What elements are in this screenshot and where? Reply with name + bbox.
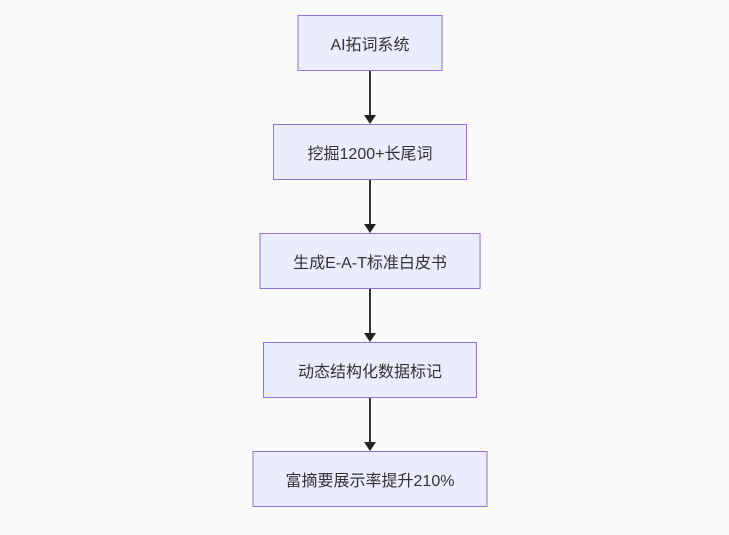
flow-node-longtail-mining: 挖掘1200+长尾词 xyxy=(273,124,467,180)
flow-node-structured-data-markup: 动态结构化数据标记 xyxy=(263,342,477,398)
flow-node-label: 动态结构化数据标记 xyxy=(297,364,442,381)
flow-node-label: 挖掘1200+长尾词 xyxy=(307,146,433,163)
flow-node-label: AI拓词系统 xyxy=(330,37,410,54)
arrow-shaft xyxy=(369,289,371,333)
arrow-shaft xyxy=(369,180,371,224)
arrow-down-icon xyxy=(364,442,376,451)
flow-arrow-4 xyxy=(363,398,377,451)
flow-arrow-1 xyxy=(363,71,377,124)
flow-node-ai-word-expansion: AI拓词系统 xyxy=(297,15,443,71)
arrow-down-icon xyxy=(364,115,376,124)
flow-node-rich-snippet-uplift: 富摘要展示率提升210% xyxy=(252,451,488,507)
flow-arrow-2 xyxy=(363,180,377,233)
arrow-shaft xyxy=(369,71,371,115)
flow-node-label: 生成E-A-T标准白皮书 xyxy=(293,255,447,272)
arrow-shaft xyxy=(369,398,371,442)
arrow-down-icon xyxy=(364,224,376,233)
flow-arrow-3 xyxy=(363,289,377,342)
flow-node-label: 富摘要展示率提升210% xyxy=(285,473,455,490)
flow-node-eat-whitepaper: 生成E-A-T标准白皮书 xyxy=(259,233,481,289)
arrow-down-icon xyxy=(364,333,376,342)
